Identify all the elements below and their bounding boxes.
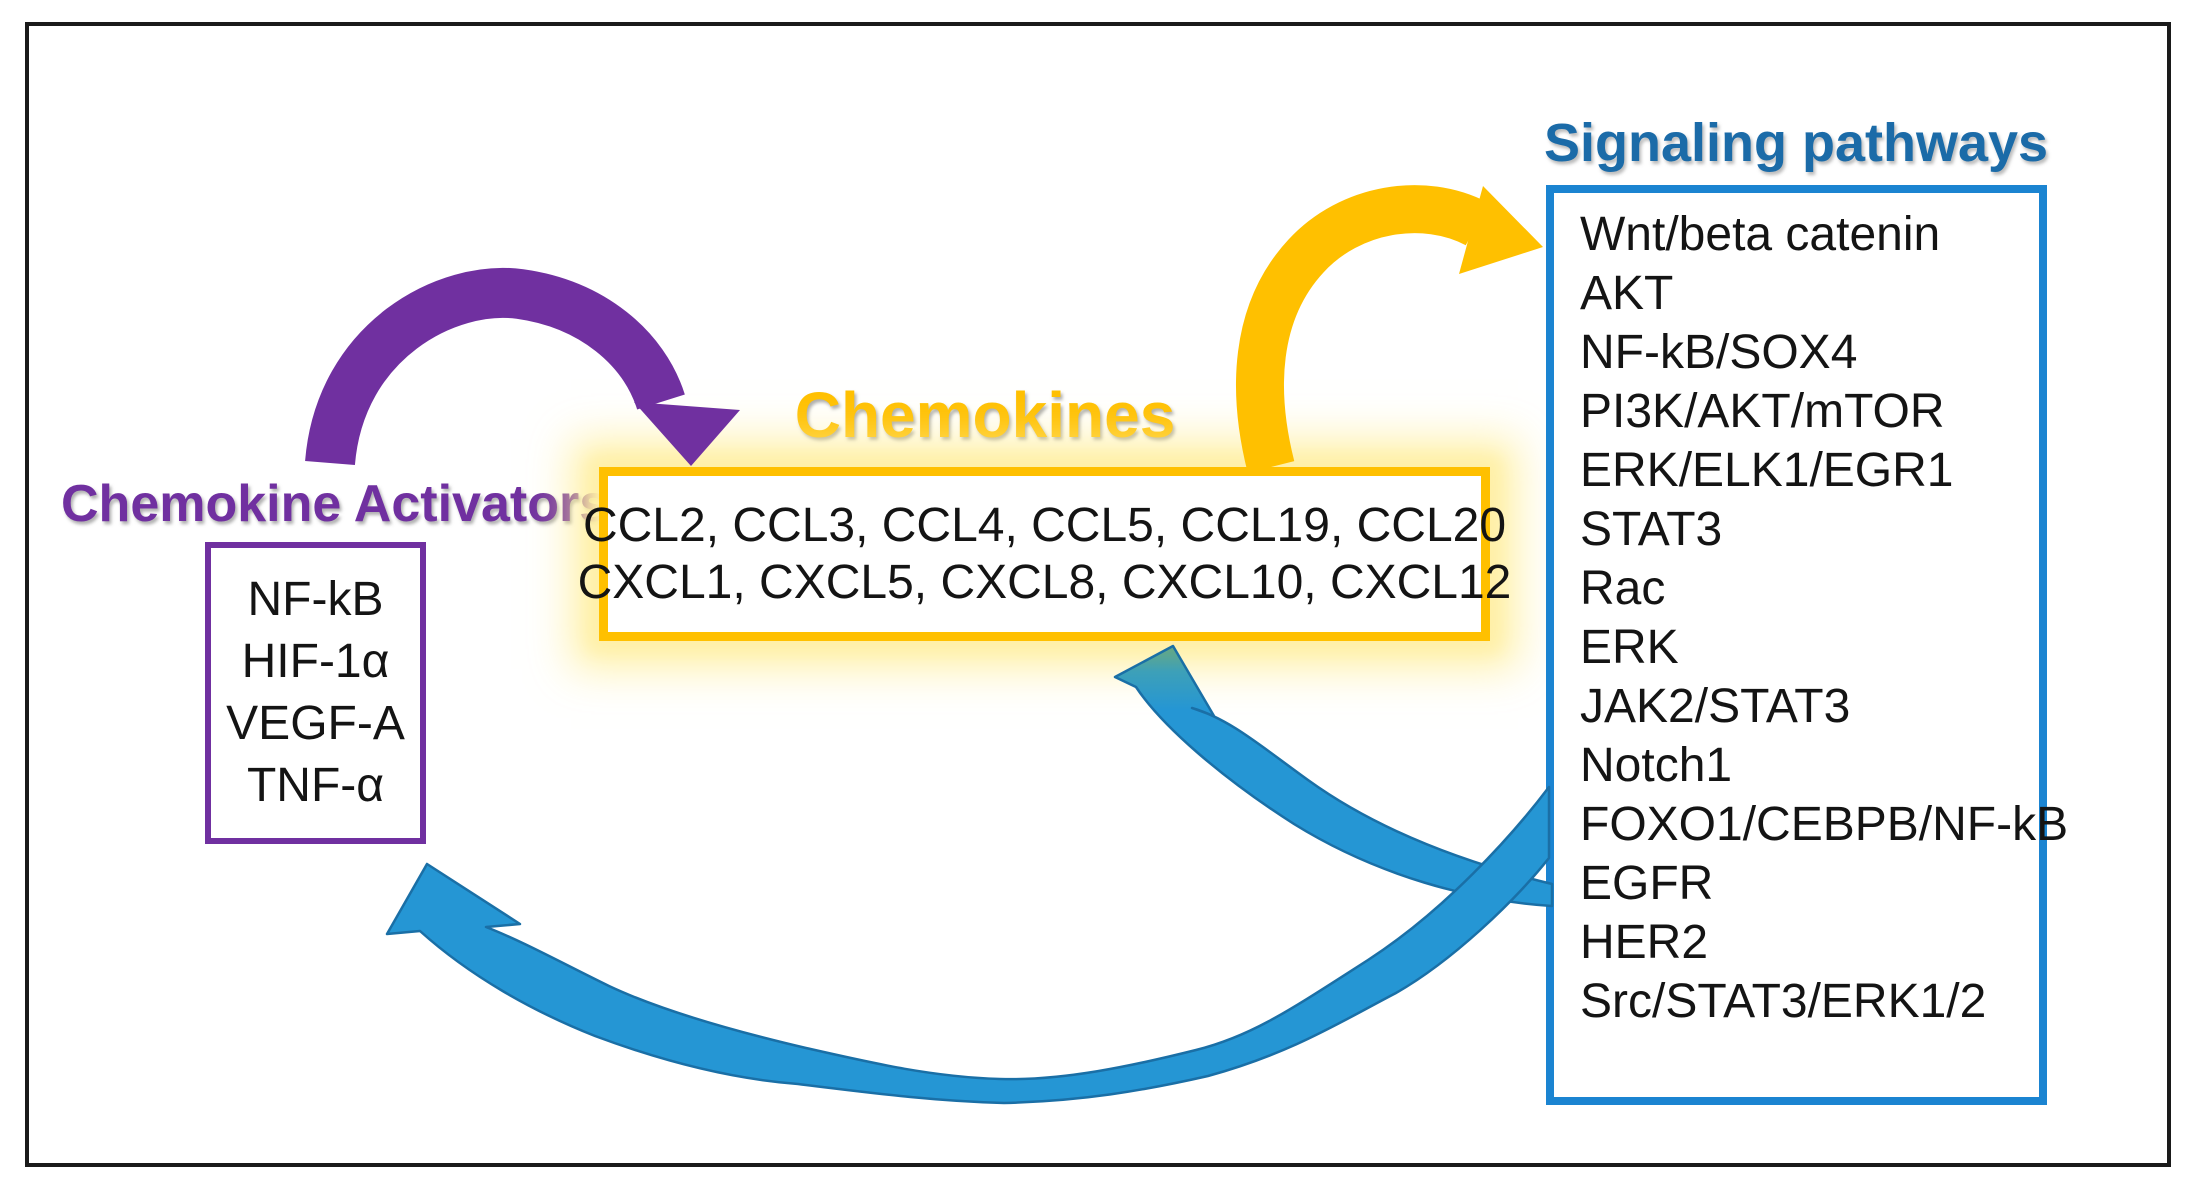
pathway-item: Src/STAT3/ERK1/2 <box>1580 975 1987 1028</box>
activator-item: HIF-1α <box>241 635 390 688</box>
activator-item: VEGF-A <box>226 697 405 750</box>
pathway-item: EGFR <box>1580 857 1714 910</box>
diagram-outer-frame <box>25 22 2171 1167</box>
pathway-item: JAK2/STAT3 <box>1580 680 1851 733</box>
pathway-item: NF-kB/SOX4 <box>1580 326 1858 379</box>
activator-item: TNF-α <box>246 759 385 812</box>
chemokine-activators-title: Chemokine Activators <box>61 475 609 533</box>
pathway-item: Wnt/beta catenin <box>1580 208 1941 261</box>
chemokines-line: CXCL1, CXCL5, CXCL8, CXCL10, CXCL12 <box>577 556 1512 609</box>
pathway-item: FOXO1/CEBPB/NF-kB <box>1580 798 2069 851</box>
pathway-item: ERK/ELK1/EGR1 <box>1580 444 1954 497</box>
chemokines-line: CCL2, CCL3, CCL4, CCL5, CCL19, CCL20 <box>582 499 1507 552</box>
pathway-item: Notch1 <box>1580 739 1733 792</box>
chemokine-activators-box: NF-kB HIF-1α VEGF-A TNF-α <box>205 542 426 844</box>
pathway-item: PI3K/AKT/mTOR <box>1580 385 1945 438</box>
pathway-item: Rac <box>1580 562 1666 615</box>
pathway-item: STAT3 <box>1580 503 1723 556</box>
chemokines-box: CCL2, CCL3, CCL4, CCL5, CCL19, CCL20 CXC… <box>578 467 1511 641</box>
pathway-item: HER2 <box>1580 916 1709 969</box>
pathway-item: ERK <box>1580 621 1679 674</box>
signaling-pathways-box: Wnt/beta catenin AKT NF-kB/SOX4 PI3K/AKT… <box>1546 185 2069 1105</box>
activator-item: NF-kB <box>247 573 384 626</box>
signaling-pathways-title: Signaling pathways <box>1543 113 2049 173</box>
pathway-item: AKT <box>1580 267 1674 320</box>
chemokines-title: Chemokines <box>794 379 1176 451</box>
